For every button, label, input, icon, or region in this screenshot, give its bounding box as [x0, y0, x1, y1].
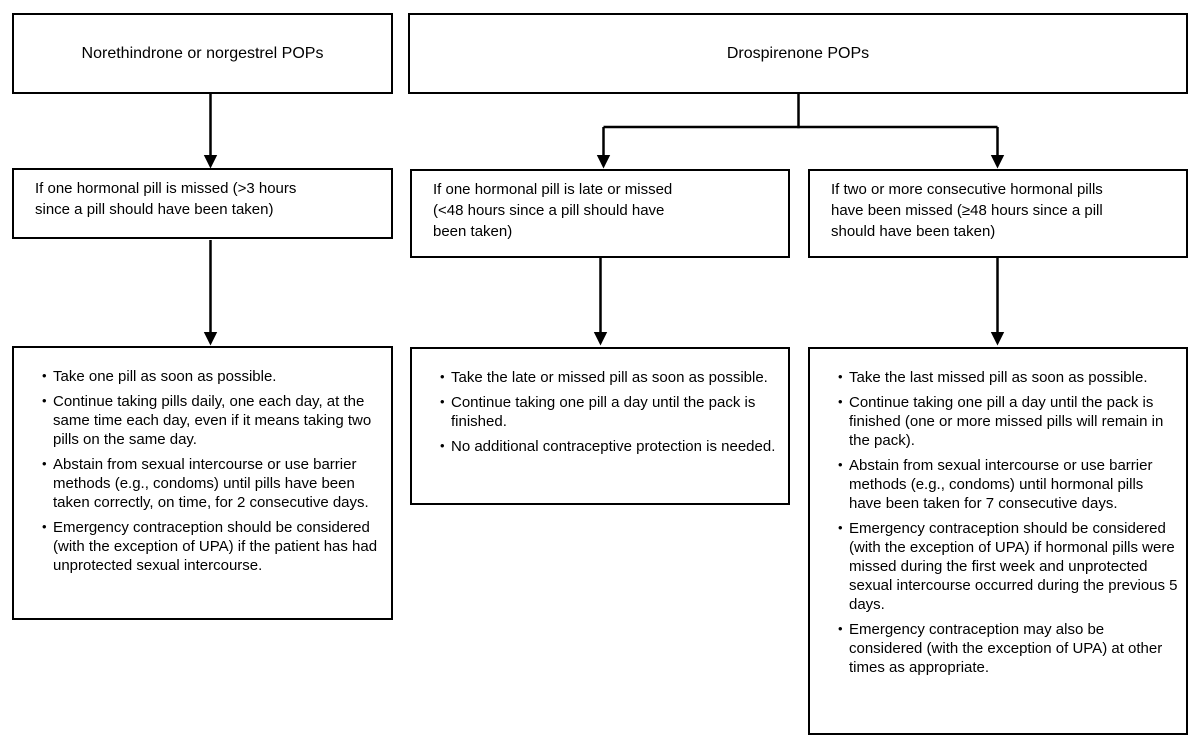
norethindrone-header-label: Norethindrone or norgestrel POPs: [81, 44, 324, 62]
box-two-or-more-missed-condition: If two or more consecutive hormonal pill…: [808, 169, 1188, 258]
condition-text-line: If one hormonal pill is missed (>3 hours: [35, 180, 297, 197]
arrow-down-icon: [203, 332, 218, 346]
action-item: Take the late or missed pill as soon as …: [440, 367, 780, 387]
action-item: Continue taking pills daily, one each da…: [42, 391, 383, 449]
box-late-or-missed-actions: Take the late or missed pill as soon as …: [410, 347, 790, 505]
arrowheads: [203, 155, 1005, 346]
condition-text-line: should have been taken): [831, 223, 996, 240]
arrow-down-icon: [990, 332, 1005, 346]
action-item: No additional contraceptive protection i…: [440, 436, 780, 456]
action-item: Take the last missed pill as soon as pos…: [838, 367, 1178, 387]
action-list: Take the last missed pill as soon as pos…: [823, 367, 1178, 677]
action-item: Emergency contraception should be consid…: [42, 517, 383, 575]
action-list: Take one pill as soon as possible. Conti…: [27, 366, 383, 575]
arrow-down-icon: [596, 155, 611, 169]
condition-text-line: (<48 hours since a pill should have: [433, 202, 665, 219]
box-norethindrone-header: Norethindrone or norgestrel POPs: [12, 13, 393, 94]
action-item: Emergency contraception should be consid…: [838, 518, 1178, 614]
action-item: Continue taking one pill a day until the…: [838, 392, 1178, 450]
action-item: Take one pill as soon as possible.: [42, 366, 383, 386]
arrow-down-icon: [203, 155, 218, 169]
action-item: Continue taking one pill a day until the…: [440, 392, 780, 431]
condition-text-line: been taken): [433, 223, 513, 240]
condition-text-line: If two or more consecutive hormonal pill…: [831, 181, 1103, 198]
arrow-down-icon: [593, 332, 608, 346]
box-two-or-more-missed-actions: Take the last missed pill as soon as pos…: [808, 347, 1188, 735]
drospirenone-header-label: Drospirenone POPs: [726, 44, 870, 62]
box-late-or-missed-condition: If one hormonal pill is late or missed (…: [410, 169, 790, 258]
action-item: Abstain from sexual intercourse or use b…: [42, 454, 383, 512]
condition-text-line: have been missed (≥48 hours since a pill: [831, 202, 1103, 219]
box-drospirenone-header: Drospirenone POPs: [408, 13, 1188, 94]
condition-text-line: If one hormonal pill is late or missed: [433, 181, 673, 198]
action-list: Take the late or missed pill as soon as …: [425, 367, 780, 456]
box-norethindrone-actions: Take one pill as soon as possible. Conti…: [12, 346, 393, 620]
condition-text-line: since a pill should have been taken): [35, 201, 274, 218]
action-item: Abstain from sexual intercourse or use b…: [838, 455, 1178, 513]
connector-lines: [209, 94, 999, 333]
box-norethindrone-condition: If one hormonal pill is missed (>3 hours…: [12, 168, 393, 239]
arrow-down-icon: [990, 155, 1005, 169]
action-item: Emergency contraception may also be cons…: [838, 619, 1178, 677]
